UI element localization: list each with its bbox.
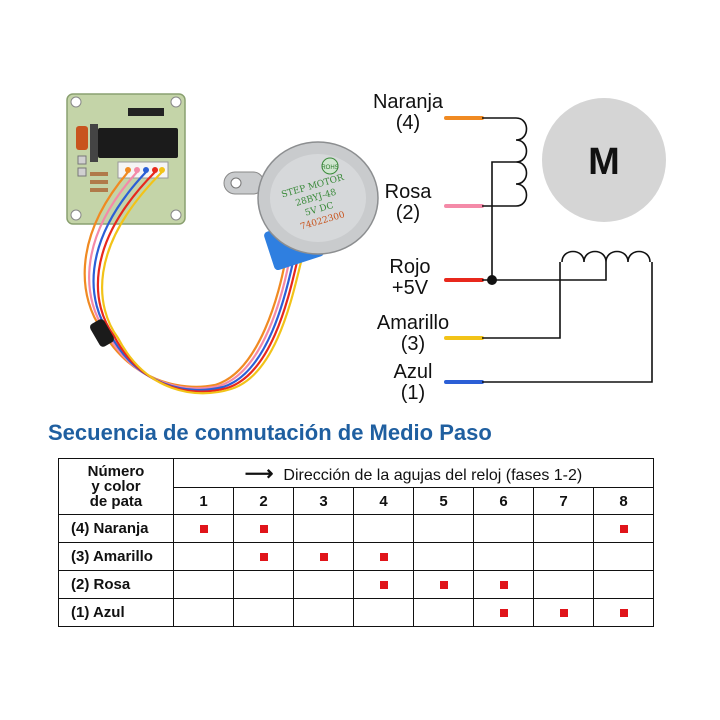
label-amarillo-number: (3) xyxy=(400,333,426,355)
table-row: (1) Azul xyxy=(58,598,654,627)
label-azul-number: (1) xyxy=(400,382,426,404)
step-cell xyxy=(353,598,414,627)
label-amarillo: Amarillo (3) xyxy=(358,313,468,355)
label-rojo-name: Rojo xyxy=(389,256,431,278)
step-header-2: 2 xyxy=(233,487,294,515)
direction-header: ⟶ Dirección de la agujas del reloj (fases… xyxy=(173,458,654,488)
active-marker xyxy=(379,580,388,589)
step-cell xyxy=(413,570,474,599)
step-cell xyxy=(533,514,594,543)
cable-bundle xyxy=(83,171,303,395)
row-label: (2) Rosa xyxy=(58,570,174,599)
step-header-3: 3 xyxy=(293,487,354,515)
wiring-diagram: ROHS STEP MOTOR 28BYJ-48 5V DC 74022300 xyxy=(66,93,666,395)
stepper-motor xyxy=(223,141,379,271)
step-header-7: 7 xyxy=(533,487,594,515)
table-header-row: Número y color de pata ⟶ Dirección de la … xyxy=(58,458,654,515)
step-cell xyxy=(233,570,294,599)
motor-symbol-label: M xyxy=(588,141,620,183)
step-cell xyxy=(413,514,474,543)
step-header-6: 6 xyxy=(473,487,534,515)
step-cell xyxy=(473,598,534,627)
step-header-8: 8 xyxy=(593,487,654,515)
active-marker xyxy=(199,524,208,533)
step-cell xyxy=(173,570,234,599)
step-cell xyxy=(293,542,354,571)
active-marker xyxy=(619,524,628,533)
half-step-sequence-table: Número y color de pata ⟶ Dirección de la … xyxy=(58,458,654,627)
active-marker xyxy=(259,524,268,533)
step-cell xyxy=(353,542,414,571)
direction-label: Dirección de la agujas del reloj (fases … xyxy=(283,466,583,484)
step-cell xyxy=(293,570,354,599)
label-rosa-name: Rosa xyxy=(384,181,432,203)
label-azul-name: Azul xyxy=(393,361,433,383)
label-naranja-number: (4) xyxy=(395,112,421,134)
step-cell xyxy=(173,598,234,627)
table-corner-header: Número y color de pata xyxy=(58,458,174,515)
step-cell xyxy=(353,570,414,599)
row-label: (3) Amarillo xyxy=(58,542,174,571)
step-header-5: 5 xyxy=(413,487,474,515)
step-cell xyxy=(473,542,534,571)
label-rojo-number: +5V xyxy=(391,277,429,299)
step-cell xyxy=(233,598,294,627)
step-cell xyxy=(533,542,594,571)
step-cell xyxy=(593,542,654,571)
active-marker xyxy=(259,552,268,561)
motor-brand-text: ROHS xyxy=(321,165,338,171)
table-row: (4) Naranja xyxy=(58,514,654,543)
corner-line-2: y color xyxy=(91,478,141,495)
step-cell xyxy=(173,542,234,571)
row-label: (4) Naranja xyxy=(58,514,174,543)
step-cell xyxy=(533,598,594,627)
section-title: Secuencia de conmutación de Medio Paso xyxy=(48,420,492,445)
step-header-4: 4 xyxy=(353,487,414,515)
driver-board xyxy=(66,93,186,225)
label-naranja: Naranja (4) xyxy=(358,92,458,134)
step-cell xyxy=(413,598,474,627)
motor-symbol-circle xyxy=(542,98,666,222)
active-marker xyxy=(499,608,508,617)
step-cell xyxy=(593,514,654,543)
active-marker xyxy=(379,552,388,561)
corner-line-3: de pata xyxy=(89,493,143,510)
step-cell xyxy=(593,598,654,627)
step-cell xyxy=(473,570,534,599)
arrow-right-icon: ⟶ xyxy=(244,462,274,485)
step-cell xyxy=(233,542,294,571)
corner-line-1: Número xyxy=(87,463,145,480)
step-cell xyxy=(413,542,474,571)
active-marker xyxy=(619,608,628,617)
step-cell xyxy=(353,514,414,543)
active-marker xyxy=(319,552,328,561)
step-cell xyxy=(173,514,234,543)
row-label: (1) Azul xyxy=(58,598,174,627)
step-header-1: 1 xyxy=(173,487,234,515)
step-cell xyxy=(293,514,354,543)
label-amarillo-name: Amarillo xyxy=(376,312,450,334)
label-rosa-number: (2) xyxy=(395,202,421,224)
active-marker xyxy=(439,580,448,589)
label-azul: Azul (1) xyxy=(358,362,468,404)
label-naranja-name: Naranja xyxy=(372,91,444,113)
label-rosa: Rosa (2) xyxy=(358,182,458,224)
table-row: (3) Amarillo xyxy=(58,542,654,571)
step-cell xyxy=(233,514,294,543)
active-marker xyxy=(499,580,508,589)
step-cell xyxy=(593,570,654,599)
table-row: (2) Rosa xyxy=(58,570,654,599)
schematic xyxy=(444,98,666,384)
step-cell xyxy=(293,598,354,627)
table-body: (4) Naranja(3) Amarillo(2) Rosa(1) Azul xyxy=(58,514,654,627)
junction-dot xyxy=(487,275,497,285)
step-cell xyxy=(473,514,534,543)
active-marker xyxy=(559,608,568,617)
step-cell xyxy=(533,570,594,599)
label-rojo: Rojo +5V xyxy=(358,257,462,299)
